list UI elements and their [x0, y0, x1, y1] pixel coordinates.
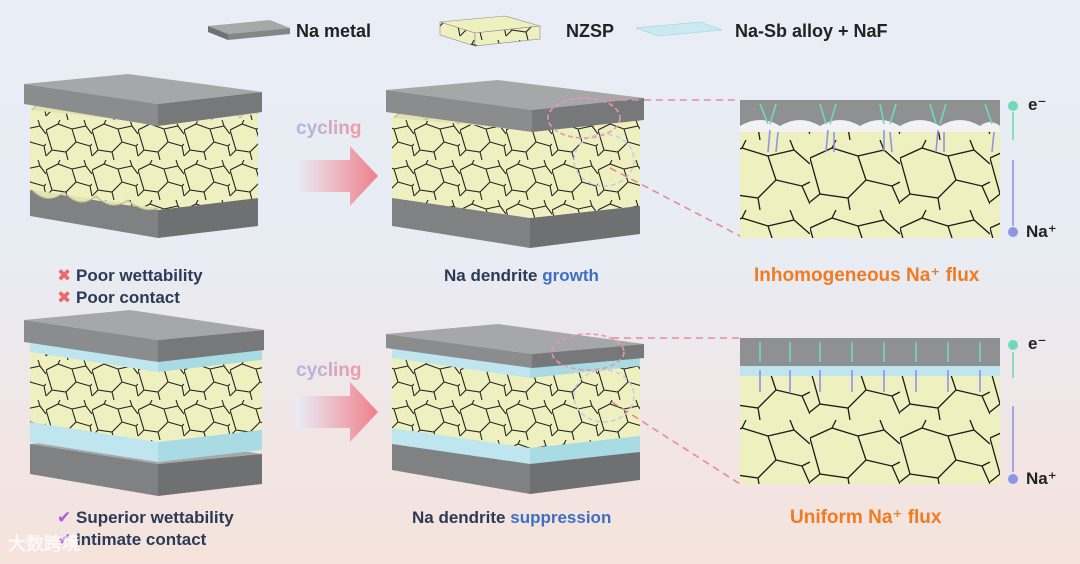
- top-flux-label: Inhomogeneous Na⁺ flux: [754, 265, 980, 286]
- legend-alloy-label: Na-Sb alloy + NaF: [735, 21, 888, 41]
- top-initial-stack: [24, 74, 262, 238]
- caption-prefix: Na dendrite: [412, 508, 511, 527]
- legend-alloy-swatch: [635, 21, 723, 37]
- bottom-caption: Na dendrite suppression: [412, 508, 611, 528]
- caption-highlight: suppression: [510, 508, 612, 527]
- check-icon: ✔: [57, 508, 72, 527]
- legend-na-metal-swatch: [208, 20, 290, 40]
- bottom-sodium-label: Na⁺: [1026, 469, 1057, 488]
- top-cycling-arrow: [296, 146, 378, 206]
- bottom-cycling-label: cycling: [296, 360, 362, 381]
- top-issue-1: ✖ Poor wettability: [57, 266, 203, 286]
- legend-na-metal-label: Na metal: [296, 21, 372, 41]
- caption-prefix: Na dendrite: [444, 266, 543, 285]
- top-electron-label: e⁻: [1028, 95, 1047, 114]
- bottom-initial-stack: [24, 310, 264, 496]
- legend-nzsp-label: NZSP: [566, 21, 615, 41]
- issue-label: Poor contact: [75, 288, 180, 307]
- top-caption: Na dendrite growth: [444, 266, 599, 286]
- caption-highlight: growth: [542, 266, 599, 285]
- cross-icon: ✖: [57, 266, 72, 285]
- top-cycled-stack: [386, 80, 644, 248]
- benefit-label: Superior wettability: [75, 508, 234, 527]
- check-icon: ✔: [57, 530, 72, 549]
- top-cycling-label: cycling: [296, 118, 362, 139]
- bottom-benefit-2: ✔ Intimate contact: [57, 530, 206, 550]
- bottom-cycling-arrow: [296, 382, 378, 442]
- top-issue-2: ✖ Poor contact: [57, 288, 180, 308]
- bottom-flux-label: Uniform Na⁺ flux: [790, 507, 942, 528]
- bottom-cycled-stack: [386, 324, 644, 494]
- legend-nzsp-swatch: [439, 15, 541, 47]
- bottom-benefit-1: ✔ Superior wettability: [57, 508, 234, 528]
- top-sodium-label: Na⁺: [1026, 222, 1057, 241]
- bottom-electron-label: e⁻: [1028, 334, 1047, 353]
- bottom-zoom-panel: [740, 338, 1018, 484]
- cross-icon: ✖: [57, 288, 72, 307]
- issue-label: Poor wettability: [75, 266, 203, 285]
- benefit-label: Intimate contact: [75, 530, 207, 549]
- top-zoom-panel: [740, 100, 1018, 238]
- watermark: 大数跨境: [8, 534, 80, 554]
